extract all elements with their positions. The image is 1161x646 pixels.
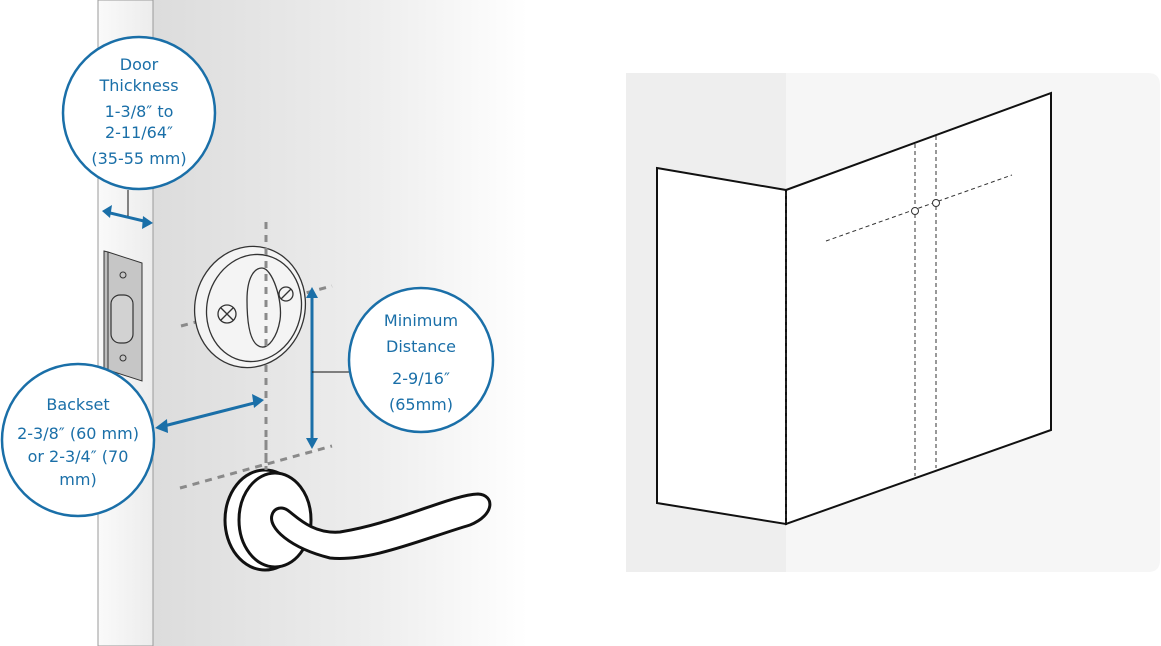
backset-callout: Backset 2-3/8″ (60 mm) or 2-3/4″ (70 mm)	[0, 362, 156, 518]
minimum-distance-callout: Minimum Distance 2-9/16″ (65mm)	[347, 286, 495, 434]
backset-value-2: or 2-3/4″ (70	[28, 447, 129, 466]
minimum-distance-value-1: 2-9/16″	[392, 369, 450, 388]
backset-title: Backset	[46, 395, 109, 414]
callout-leaders	[127, 190, 350, 373]
door-thickness-callout: Door Thickness 1-3/8″ to 2-11/64″ (35-55…	[61, 35, 217, 191]
minimum-distance-title-2: Distance	[386, 337, 456, 356]
template-guide-lines	[785, 136, 1013, 522]
minimum-distance-value-2: (65mm)	[389, 395, 453, 414]
measurement-arrows	[102, 205, 318, 449]
door-thickness-title-1: Door	[120, 55, 159, 74]
template-drill-marks	[911, 199, 940, 215]
door-thickness-title-2: Thickness	[98, 76, 178, 95]
strike-plate	[103, 250, 143, 382]
door-thickness-value-2: 2-11/64″	[105, 123, 173, 142]
lever-handle	[223, 468, 492, 572]
backset-value-3: mm)	[59, 470, 96, 489]
minimum-distance-title-1: Minimum	[384, 311, 458, 330]
door-thickness-value-1: 1-3/8″ to	[105, 102, 174, 121]
door-thickness-value-3: (35-55 mm)	[91, 149, 186, 168]
deadbolt-thumbturn	[193, 245, 307, 369]
paper-template	[656, 91, 1052, 526]
backset-value-1: 2-3/8″ (60 mm)	[17, 424, 139, 443]
